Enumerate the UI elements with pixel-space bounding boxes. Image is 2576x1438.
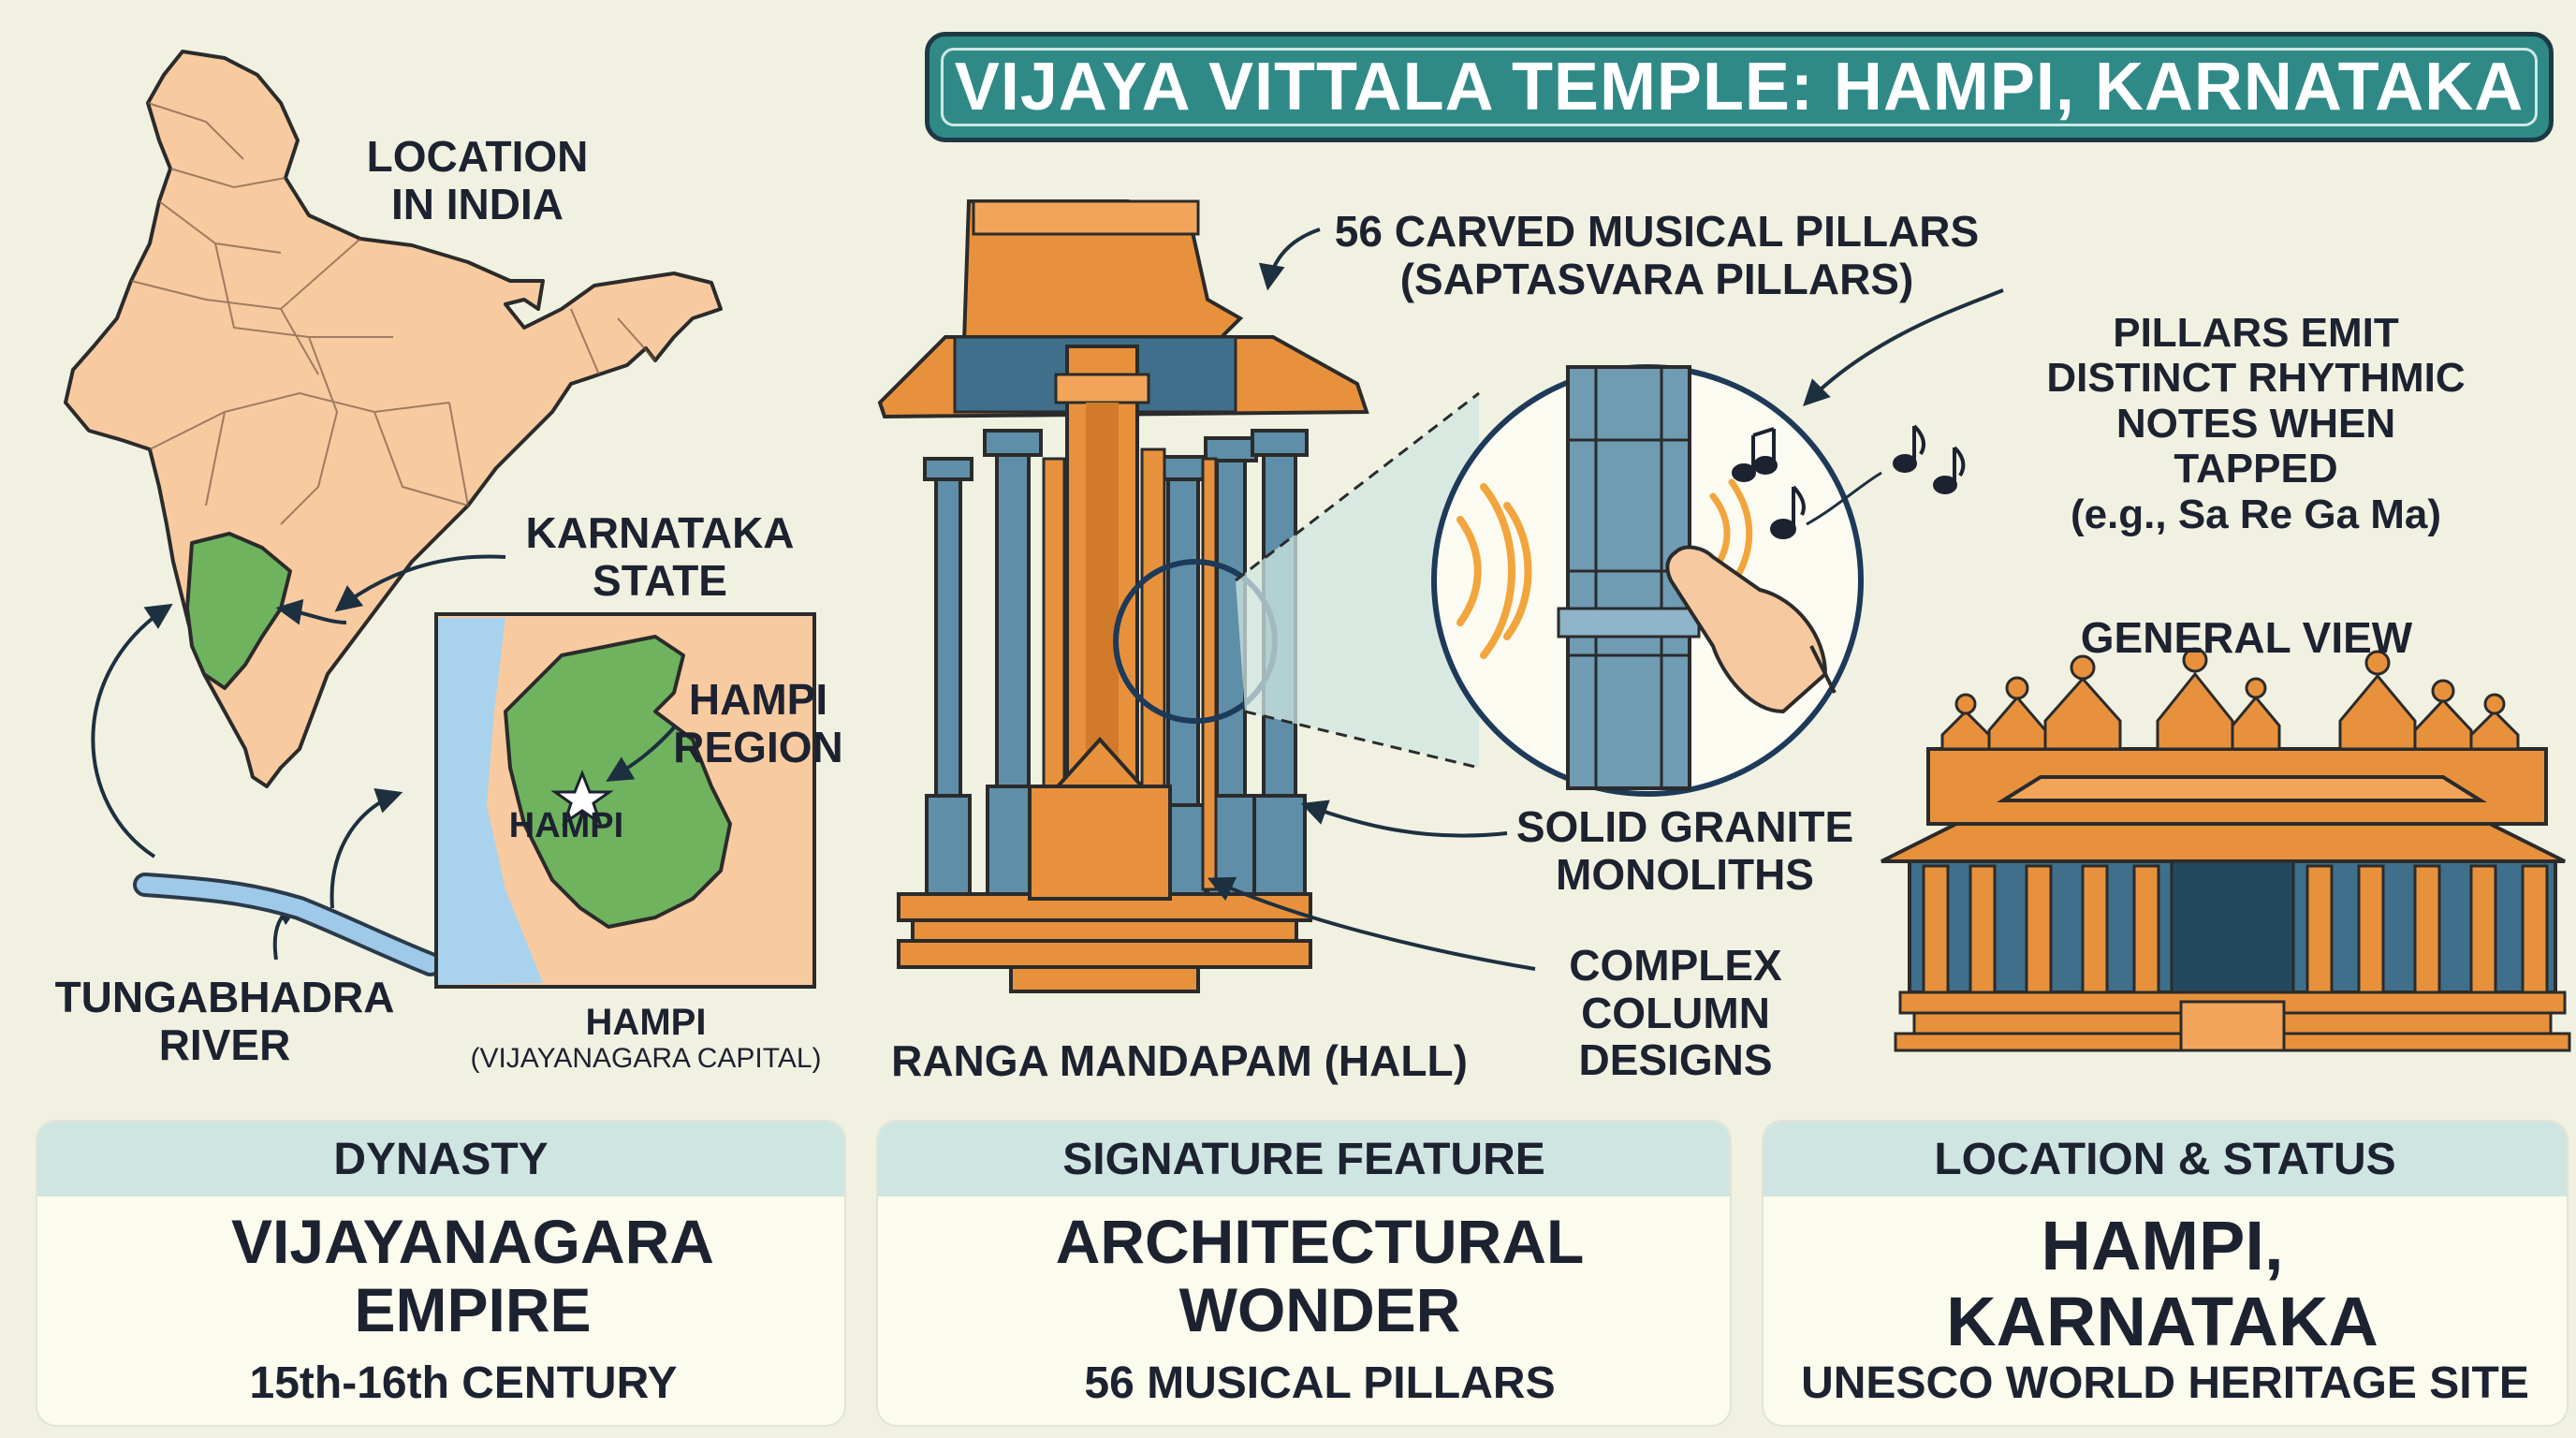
dynasty-sub-text: 15th-16th CENTURY: [249, 1358, 678, 1408]
musical-pillars-label: 56 CARVED MUSICAL PILLARS (SAPTASVARA PI…: [1334, 207, 1980, 303]
hampi-star-icon: [550, 769, 614, 827]
general-view-temple: [1881, 647, 2571, 1052]
column-designs-label: COMPLEX COLUMN DESIGNS: [1569, 941, 1782, 1085]
ranga-mandapam-illustration: [877, 199, 1369, 993]
dynasty-main-text: VIJAYANAGARA EMPIRE: [231, 1207, 714, 1344]
signature-feature-main-text: ARCHITECTURAL WONDER: [1055, 1207, 1585, 1344]
music-notes-icon: [1732, 424, 1966, 539]
location-status-main-text: HAMPI, KARNATAKA: [1946, 1207, 2378, 1361]
rhythmic-notes-label: PILLARS EMIT DISTINCT RHYTHMIC NOTES WHE…: [2046, 310, 2466, 537]
signature-feature-sub-text: 56 MUSICAL PILLARS: [1084, 1358, 1556, 1408]
dynasty-card-header: DYNASTY: [37, 1122, 844, 1196]
ranga-mandapam-label: RANGA MANDAPAM (HALL): [891, 1036, 1468, 1085]
hampi-star-label: HAMPI: [508, 806, 624, 845]
location-status-sub-text: UNESCO WORLD HERITAGE SITE: [1801, 1358, 2529, 1408]
general-view-label: GENERAL VIEW: [2080, 613, 2413, 662]
karnataka-state-label: KARNATAKA STATE: [525, 508, 795, 605]
hampi-capital-label: HAMPI: [585, 1002, 707, 1043]
granite-monoliths-label: SOLID GRANITE MONOLITHS: [1515, 802, 1854, 899]
signature-feature-card-header: SIGNATURE FEATURE: [878, 1122, 1730, 1196]
pillar-zoom-circle: [1431, 364, 1966, 797]
dynasty-card: DYNASTY: [37, 1122, 844, 1425]
india-map: [64, 50, 723, 788]
river-shape: [137, 876, 439, 973]
location-in-india-label: LOCATION IN INDIA: [366, 132, 589, 228]
karnataka-highlight: [185, 532, 292, 690]
location-status-card-header: LOCATION & STATUS: [1764, 1122, 2567, 1196]
location-status-card: LOCATION & STATUS: [1764, 1122, 2567, 1425]
vijayanagara-capital-label: (VIJAYANAGARA CAPITAL): [470, 1043, 822, 1074]
title-banner: VIJAYA VITTALA TEMPLE: HAMPI, KARNATAKA: [925, 32, 2554, 142]
karnataka-inset-map: [434, 612, 816, 989]
tungabhadra-river-label: TUNGABHADRA RIVER: [54, 973, 395, 1069]
signature-feature-card: SIGNATURE FEATURE: [878, 1122, 1730, 1425]
hampi-region-label: HAMPI REGION: [673, 675, 843, 771]
page-title: VIJAYA VITTALA TEMPLE: HAMPI, KARNATAKA: [954, 50, 2525, 125]
